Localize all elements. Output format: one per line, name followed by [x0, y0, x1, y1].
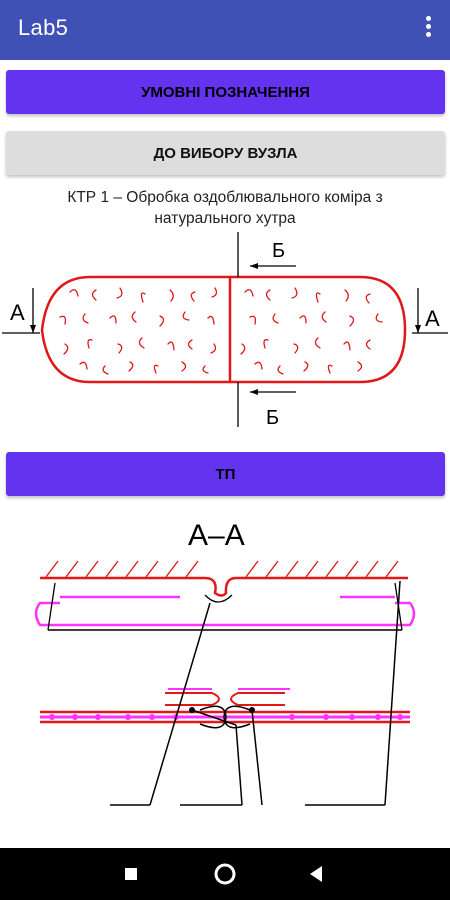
section-title: А–А: [188, 519, 245, 552]
drawing-caption: КТР 1 – Обробка оздоблювального коміра з…: [67, 189, 383, 227]
section-label-b-bottom: Б: [266, 407, 279, 429]
section-label-a-left: А: [10, 300, 25, 325]
app-title: Lab5: [18, 15, 69, 40]
system-nav-bar: [0, 848, 450, 900]
tp-button[interactable]: ТП: [6, 452, 445, 496]
choose-node-button[interactable]: ДО ВИБОРУ ВУЗЛА: [6, 131, 445, 175]
app-bar: Lab5: [0, 0, 450, 60]
collar-plan-drawing: А А Б Б: [2, 232, 448, 429]
section-label-a-right: А: [425, 306, 440, 331]
more-vert-icon[interactable]: [420, 16, 436, 44]
recents-square-icon: [125, 868, 137, 880]
section-label-b-top: Б: [272, 240, 285, 262]
legend-button[interactable]: УМОВНІ ПОЗНАЧЕННЯ: [6, 70, 445, 114]
home-circle-icon: [214, 863, 236, 885]
cross-section-drawing: А–А: [34, 519, 416, 806]
back-triangle-icon: [310, 866, 322, 882]
